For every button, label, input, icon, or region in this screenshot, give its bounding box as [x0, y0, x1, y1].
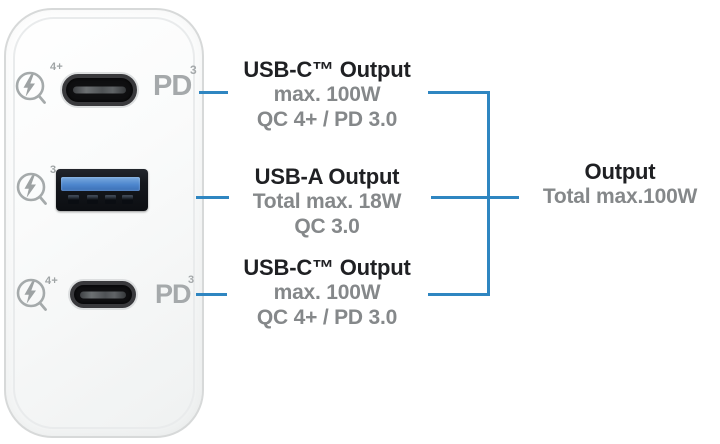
- port-annotation-usbc-top: USB-C™ Output max. 100W QC 4+ / PD 3.0: [222, 57, 432, 132]
- usb-c-port-top: [62, 74, 137, 106]
- usb-c-pin-slot: [79, 291, 127, 298]
- bracket-line-top: [428, 91, 489, 94]
- connector-line-usbc-bottom: [196, 293, 227, 296]
- annotation-capacity: max. 100W: [273, 281, 381, 304]
- pd-version-superscript: 3: [190, 63, 197, 77]
- annotation-standards: QC 4+ / PD 3.0: [256, 306, 398, 329]
- annotation-standards: QC 3.0: [294, 215, 360, 238]
- pd-label-bottom: PD: [155, 279, 192, 309]
- pd-label-top: PD: [153, 70, 192, 102]
- annotation-title: USB-C™ Output: [243, 57, 411, 82]
- bracket-line-middle: [431, 196, 519, 199]
- charger-seam: [13, 17, 195, 429]
- annotation-standards: QC 4+ / PD 3.0: [256, 108, 398, 131]
- usb-a-tongue: [61, 177, 140, 191]
- bracket-line-bottom: [428, 293, 489, 296]
- total-output-title: Output: [584, 159, 656, 184]
- port-annotation-usba: USB-A Output Total max. 18W QC 3.0: [222, 164, 432, 239]
- port-annotation-usbc-bottom: USB-C™ Output max. 100W QC 4+ / PD 3.0: [222, 255, 432, 330]
- quick-charge-icon: [12, 66, 52, 108]
- usb-a-contact: [122, 195, 133, 204]
- usb-a-contact: [68, 195, 79, 204]
- usb-a-contact: [87, 195, 98, 204]
- usb-c-port-bottom: [70, 281, 136, 308]
- quick-charge-version-superscript: 3: [50, 164, 57, 176]
- usb-a-contact: [105, 195, 116, 204]
- total-output-subtitle: Total max.100W: [542, 185, 698, 208]
- pd-version-superscript: 3: [188, 274, 195, 286]
- quick-charge-version-superscript: 4+: [45, 275, 59, 287]
- quick-charge-icon: [13, 167, 53, 209]
- connector-line-usba: [196, 196, 229, 199]
- annotation-capacity: max. 100W: [273, 83, 381, 106]
- annotation-title: USB-A Output: [254, 164, 400, 189]
- quick-charge-version-superscript: 4+: [50, 61, 64, 73]
- annotation-title: USB-C™ Output: [243, 255, 411, 280]
- connector-line-usbc-top: [199, 91, 228, 94]
- bracket-vertical-line: [487, 91, 490, 296]
- usb-c-pin-slot: [72, 86, 127, 94]
- annotation-capacity: Total max. 18W: [252, 190, 402, 213]
- quick-charge-icon: [13, 273, 53, 315]
- total-output-annotation: Output Total max.100W: [520, 159, 720, 209]
- usb-a-port: [56, 169, 148, 211]
